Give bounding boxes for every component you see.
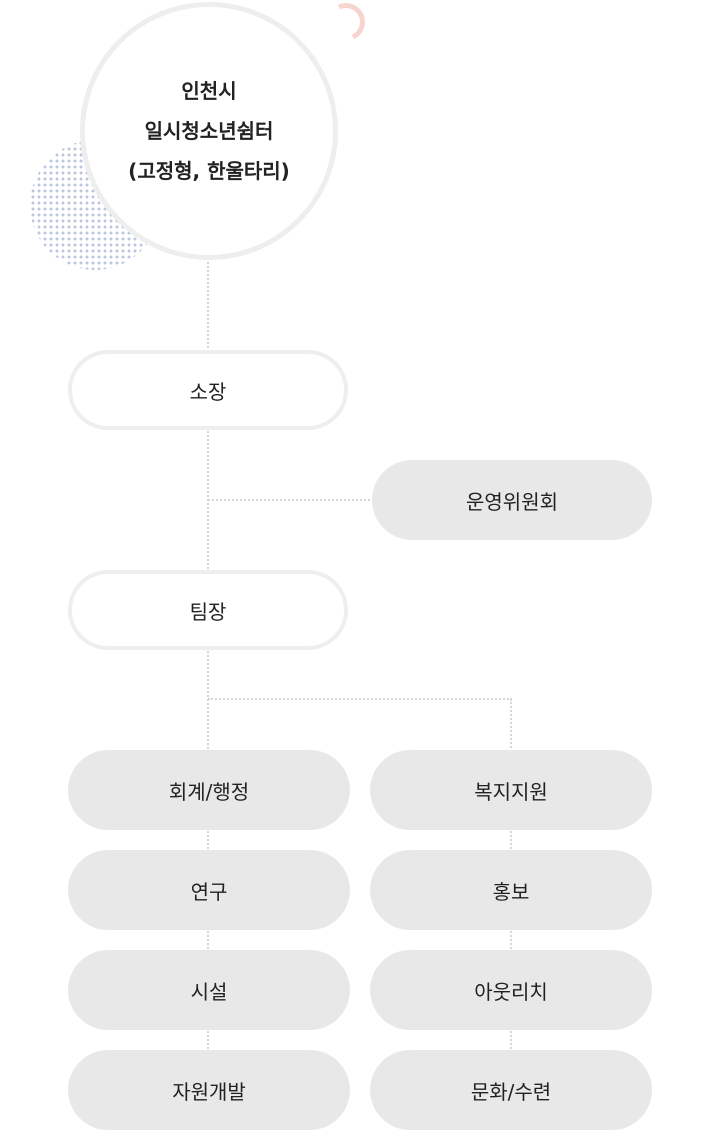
node-label: 팀장 [189, 599, 227, 624]
node-director: 소장 [68, 350, 348, 430]
node-left-2: 연구 [68, 850, 350, 930]
root-title-line: (고정형, 한울타리) [128, 159, 290, 183]
node-label: 아웃리치 [474, 979, 548, 1004]
node-team-leader: 팀장 [68, 570, 348, 650]
node-label: 회계/행정 [168, 779, 250, 804]
node-right-4: 문화/수련 [370, 1050, 652, 1130]
connector-right-branch-down [510, 699, 512, 752]
node-label: 복지지원 [474, 779, 548, 804]
node-left-1: 회계/행정 [68, 750, 350, 830]
node-label: 문화/수련 [470, 1079, 552, 1104]
connector-left-column [207, 828, 209, 1052]
node-committee: 운영위원회 [372, 460, 652, 540]
node-label: 소장 [189, 379, 227, 404]
node-label: 운영위원회 [466, 489, 558, 514]
root-title: 인천시 일시청소년쉼터 (고정형, 한울타리) [128, 71, 290, 191]
root-title-line: 인천시 [181, 79, 237, 103]
node-label: 연구 [190, 879, 228, 904]
node-label: 자원개발 [172, 1079, 246, 1104]
node-label: 시설 [190, 979, 228, 1004]
node-right-3: 아웃리치 [370, 950, 652, 1030]
connector-right-column [510, 828, 512, 1052]
node-left-4: 자원개발 [68, 1050, 350, 1130]
connector-root-to-director [207, 258, 209, 352]
root-node: 인천시 일시청소년쉼터 (고정형, 한울타리) [80, 2, 338, 260]
node-left-3: 시설 [68, 950, 350, 1030]
connector-branch [208, 698, 512, 700]
node-right-2: 홍보 [370, 850, 652, 930]
connector-to-committee [208, 499, 374, 501]
ring-accent-decoration [321, 0, 371, 47]
connector-team-leader-down [207, 648, 209, 752]
root-title-line: 일시청소년쉼터 [144, 119, 274, 143]
node-right-1: 복지지원 [370, 750, 652, 830]
node-label: 홍보 [492, 879, 530, 904]
